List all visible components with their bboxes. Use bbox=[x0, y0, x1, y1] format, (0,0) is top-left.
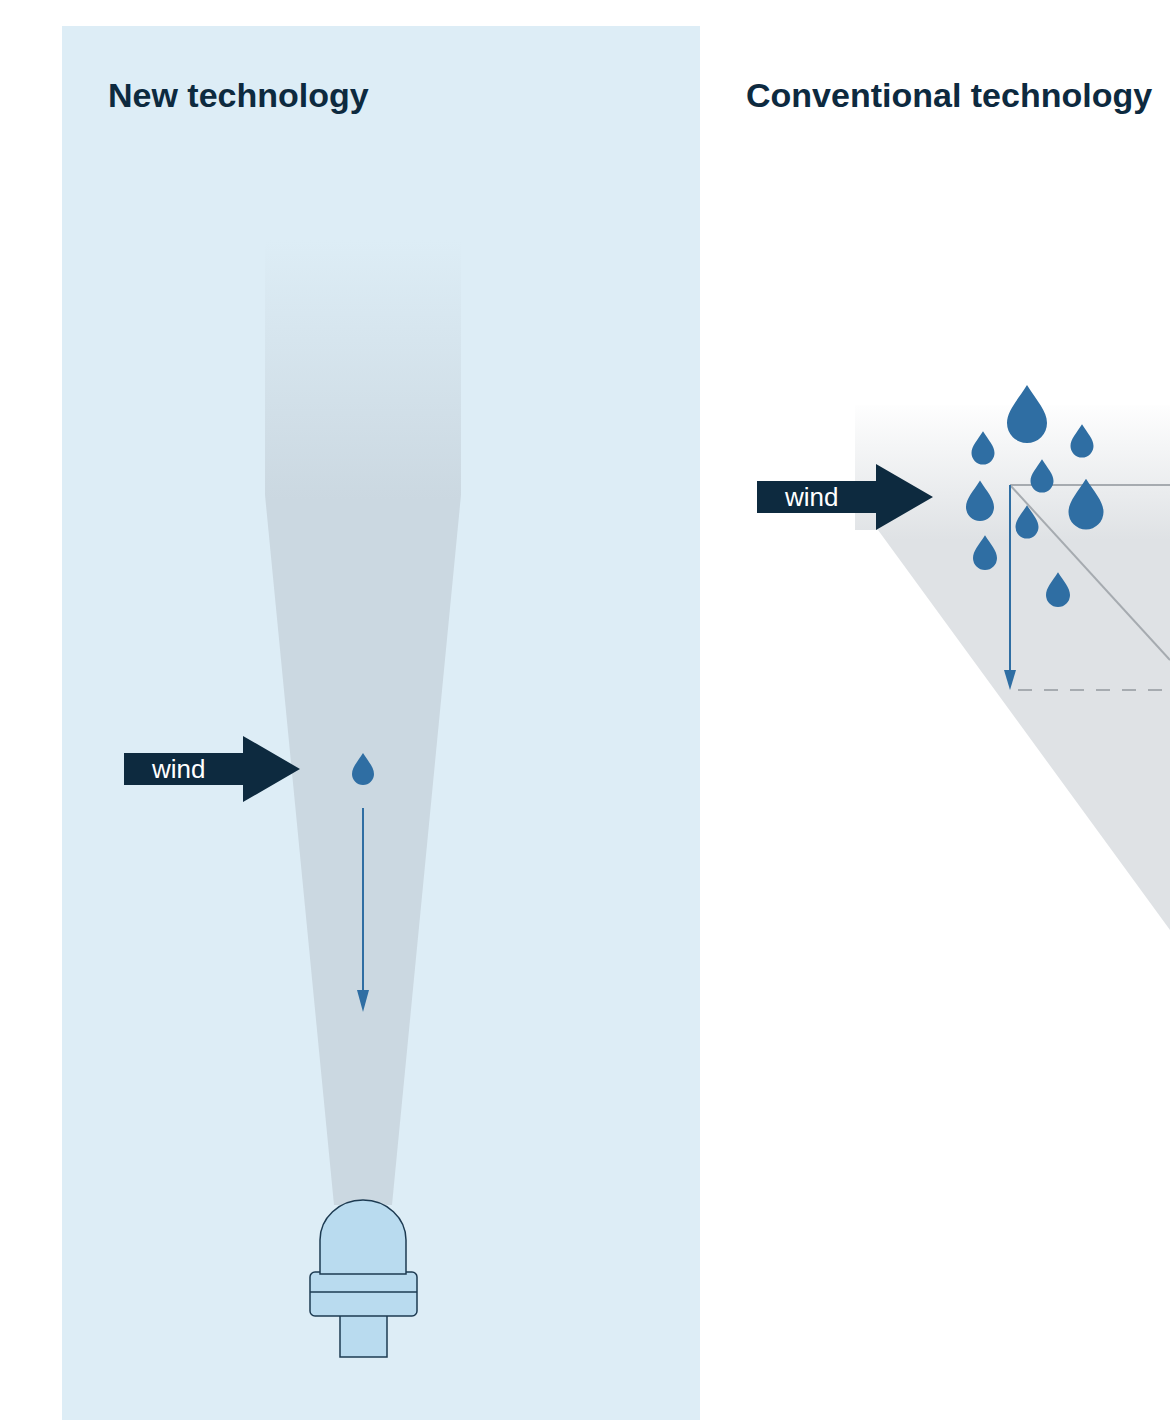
sensor-beam bbox=[265, 240, 461, 1205]
arrow-body bbox=[124, 736, 300, 802]
water-drop bbox=[1031, 459, 1054, 492]
water-drop bbox=[352, 753, 374, 785]
wind-arrow: wind bbox=[124, 736, 300, 802]
panel-background bbox=[62, 26, 700, 1420]
water-drop bbox=[1069, 479, 1104, 530]
water-drop bbox=[1071, 424, 1094, 457]
water-drop bbox=[972, 431, 995, 464]
dashed-line bbox=[1018, 689, 1170, 691]
wind-label: wind bbox=[785, 481, 838, 513]
panel: New technology wind bbox=[62, 26, 700, 1420]
sensor-body bbox=[310, 1272, 417, 1316]
wind-arrow: wind bbox=[757, 464, 933, 530]
sensor-symbol bbox=[310, 1200, 417, 1357]
water-drop bbox=[1046, 572, 1070, 607]
water-drop bbox=[973, 535, 997, 570]
sensor-seam bbox=[310, 1291, 417, 1293]
fall-arrow bbox=[362, 808, 364, 994]
arrow-shape bbox=[124, 736, 300, 802]
panel-heading: New technology bbox=[108, 75, 369, 115]
water-drops bbox=[966, 385, 1104, 607]
sensor-stem bbox=[340, 1314, 387, 1357]
sensor-dome bbox=[320, 1200, 406, 1274]
wind-label: wind bbox=[152, 753, 205, 785]
arrow-shape bbox=[757, 464, 933, 530]
arrow-head bbox=[1004, 670, 1016, 690]
label-wrap: Conventional technology bbox=[746, 75, 1152, 115]
water-drop bbox=[1007, 385, 1047, 443]
water-drop bbox=[1016, 505, 1039, 538]
fall-arrow bbox=[1009, 485, 1011, 672]
arrow-body bbox=[757, 464, 933, 530]
water-drop bbox=[966, 480, 994, 521]
arrow-head bbox=[357, 990, 369, 1012]
panel-heading: Conventional technology bbox=[746, 75, 1152, 115]
